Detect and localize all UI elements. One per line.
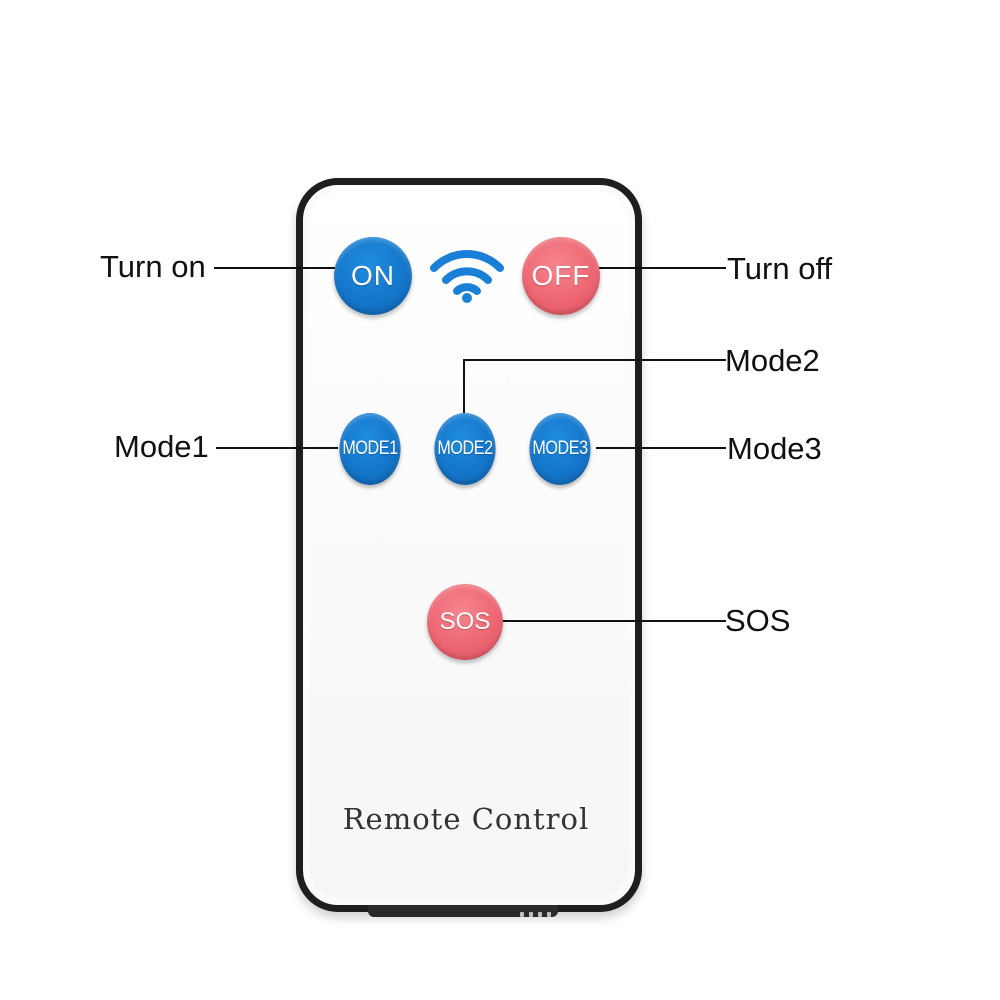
remote-brand-text: Remote Control — [342, 802, 590, 836]
leader-line-turn-off — [594, 267, 726, 269]
remote-bottom-notch — [520, 912, 524, 917]
callout-mode3: Mode3 — [727, 431, 822, 466]
remote-battery-slot — [368, 905, 558, 917]
remote-bottom-notch — [547, 912, 551, 917]
callout-mode2: Mode2 — [725, 343, 820, 378]
sos-button-label: SOS — [439, 608, 491, 635]
callout-mode1: Mode1 — [114, 429, 209, 464]
callout-turn-off: Turn off — [727, 251, 833, 286]
mode3-button-label: MODE3 — [532, 438, 588, 459]
leader-line-mode2 — [463, 359, 726, 361]
mode1-button[interactable]: MODE1 — [339, 413, 401, 485]
callout-turn-on: Turn on — [100, 249, 206, 284]
mode2-button-label: MODE2 — [437, 438, 493, 459]
mode2-button[interactable]: MODE2 — [434, 413, 496, 485]
remote-bottom-notch — [538, 912, 542, 917]
off-button[interactable]: OFF — [522, 237, 600, 315]
leader-line-sos — [500, 620, 726, 622]
mode1-button-label: MODE1 — [342, 438, 398, 459]
mode3-button[interactable]: MODE3 — [529, 413, 591, 485]
remote-bottom-notch — [529, 912, 533, 917]
callout-sos: SOS — [725, 603, 791, 638]
on-button-label: ON — [351, 260, 395, 291]
leader-line-mode3 — [596, 447, 726, 449]
leader-line-mode2-vertical — [463, 359, 465, 413]
leader-line-turn-on — [214, 267, 338, 269]
leader-line-mode1 — [216, 447, 338, 449]
sos-button[interactable]: SOS — [427, 584, 503, 660]
wifi-signal-icon — [430, 250, 504, 303]
off-button-label: OFF — [531, 260, 591, 291]
on-button[interactable]: ON — [334, 237, 412, 315]
